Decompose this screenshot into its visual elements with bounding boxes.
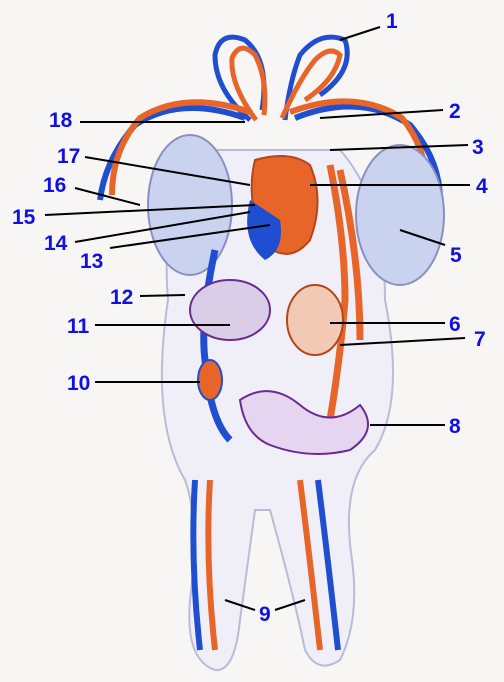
stomach (287, 285, 343, 355)
liver (190, 280, 270, 340)
label-18: 18 (49, 109, 73, 132)
label-3: 3 (472, 136, 484, 159)
left-lung (148, 135, 232, 275)
label-17: 17 (57, 145, 80, 168)
label-10: 10 (67, 372, 90, 395)
label-8: 8 (449, 415, 461, 438)
label-4: 4 (476, 175, 488, 198)
label-5: 5 (450, 244, 462, 267)
heart (247, 156, 317, 260)
label-13: 13 (80, 250, 103, 273)
label-2: 2 (449, 100, 461, 123)
label-6: 6 (449, 313, 461, 336)
label-12: 12 (110, 286, 133, 309)
label-16: 16 (43, 174, 66, 197)
kidney (198, 360, 222, 400)
label-11: 11 (67, 315, 90, 338)
label-9: 9 (259, 603, 271, 626)
label-14: 14 (44, 232, 68, 255)
label-1: 1 (386, 10, 398, 33)
right-lung (356, 145, 444, 285)
label-7: 7 (474, 328, 486, 351)
label-15: 15 (12, 206, 36, 229)
